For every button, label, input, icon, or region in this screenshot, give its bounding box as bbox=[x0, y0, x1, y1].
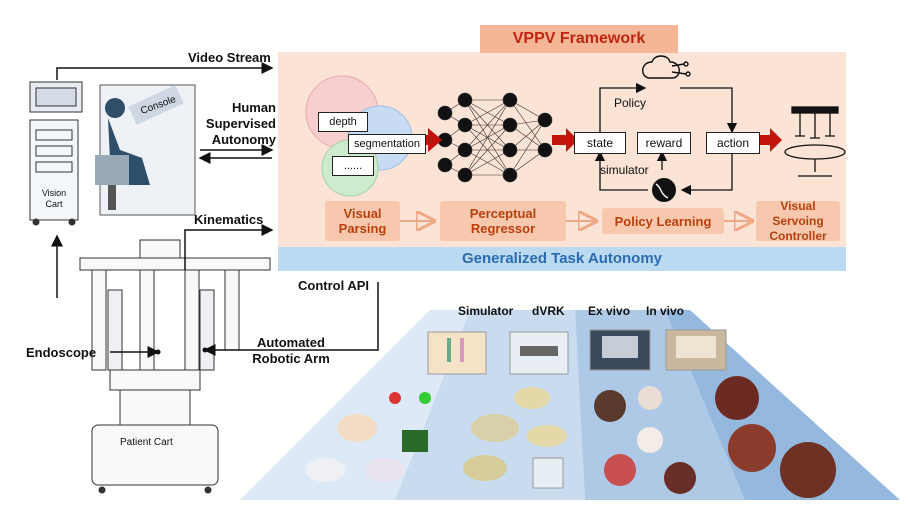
parsing-tag-depth: depth bbox=[318, 112, 368, 132]
neural-network bbox=[437, 92, 553, 183]
robot-icon bbox=[784, 106, 846, 177]
robotic-arm-label: Automated Robotic Arm bbox=[252, 335, 330, 366]
autonomy-band bbox=[278, 247, 846, 271]
video-stream-arrow bbox=[56, 62, 274, 80]
parsing-tag-segmentation: segmentation bbox=[348, 134, 426, 154]
dvrk-scene-1 bbox=[514, 387, 550, 409]
sim-scene-2 bbox=[402, 430, 428, 452]
rl-action-box: action bbox=[706, 132, 760, 154]
patient-cart-drawing bbox=[79, 239, 271, 494]
sim-scene-3 bbox=[305, 458, 345, 482]
console-drawing bbox=[95, 84, 196, 216]
stage-perceptual-regressor: Perceptual Regressor bbox=[440, 201, 566, 241]
video-stream-label: Video Stream bbox=[188, 50, 271, 65]
rl-loop bbox=[594, 82, 738, 196]
endoscope-dot bbox=[155, 349, 161, 355]
brain-icon bbox=[642, 55, 691, 79]
endoscope-label: Endoscope bbox=[26, 345, 97, 360]
kinematics-arrow bbox=[184, 224, 274, 270]
patient-cart-label: Patient Cart bbox=[120, 437, 173, 448]
level-dvrk: dVRK bbox=[532, 304, 565, 318]
vision-cart-drawing bbox=[29, 81, 83, 226]
framework-title-box bbox=[480, 25, 678, 53]
red-arrow-1 bbox=[410, 128, 442, 152]
stage-visual-servoing: Visual Servoing Controller bbox=[756, 199, 840, 243]
exvivo-scene-2 bbox=[638, 386, 662, 410]
pyramid-sim-slice bbox=[240, 310, 470, 500]
dvrk-scene-5 bbox=[532, 457, 564, 489]
flow-arrows bbox=[51, 62, 379, 358]
stage-policy-learning: Policy Learning bbox=[602, 208, 724, 234]
arm-dot bbox=[202, 347, 208, 353]
exvivo-scene-1 bbox=[594, 390, 626, 422]
pyramid-thumbnails bbox=[305, 329, 836, 498]
stage-visual-parsing: Visual Parsing bbox=[325, 201, 400, 241]
kinematics-label: Kinematics bbox=[194, 212, 264, 227]
dvrk-scene-2 bbox=[471, 414, 519, 442]
dvrk-scene-4 bbox=[463, 455, 507, 481]
sim-thumbnail bbox=[427, 331, 487, 375]
level-invivo: In vivo bbox=[646, 304, 685, 318]
human-supervised-label: Human Supervised Autonomy bbox=[205, 100, 276, 147]
sim-scene-4 bbox=[365, 458, 405, 482]
globe-icon bbox=[652, 178, 676, 202]
invivo-scene-2 bbox=[728, 424, 776, 472]
exvivo-scene-5 bbox=[664, 462, 696, 494]
red-arrow-3 bbox=[758, 128, 782, 152]
rl-reward-box: reward bbox=[637, 132, 691, 154]
rl-simulator-label: simulator bbox=[600, 163, 649, 177]
sim-scene-1 bbox=[337, 414, 377, 442]
red-arrow-2 bbox=[552, 128, 578, 152]
rl-policy-label: Policy bbox=[614, 96, 647, 110]
autonomy-title: Generalized Task Autonomy bbox=[461, 250, 663, 267]
invivo-scene-3 bbox=[780, 442, 836, 498]
exvivo-scene-4 bbox=[604, 454, 636, 486]
control-api-label: Control API bbox=[298, 278, 370, 293]
red-arrows bbox=[410, 128, 782, 152]
framework-title: VPPV Framework bbox=[512, 30, 646, 47]
control-api-arrow bbox=[203, 282, 379, 356]
rl-state-box: state bbox=[574, 132, 626, 154]
vision-cart-label: Vision Cart bbox=[41, 188, 67, 209]
invivo-scene-1 bbox=[715, 376, 759, 420]
level-simulator: Simulator bbox=[458, 304, 514, 318]
exvivo-scene-3 bbox=[637, 427, 663, 453]
level-exvivo: Ex vivo bbox=[588, 304, 631, 318]
parsing-tag-other: ...... bbox=[332, 156, 374, 176]
dvrk-scene-3 bbox=[527, 425, 567, 447]
